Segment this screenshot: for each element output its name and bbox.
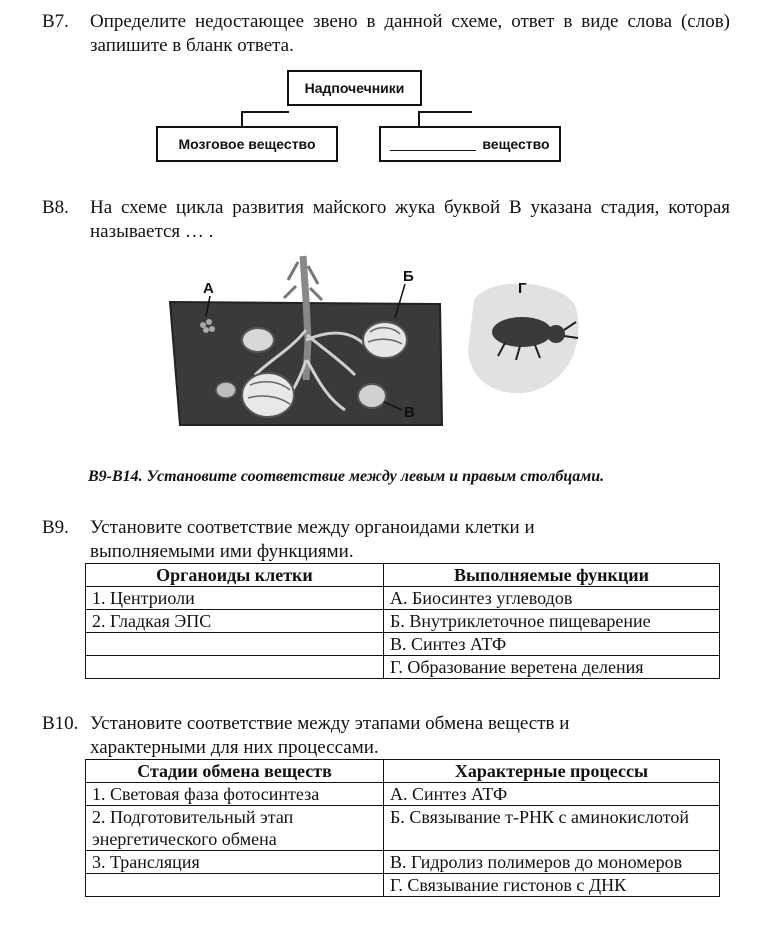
section-instruction: В9-В14. Установите соответствие между ле… <box>88 468 605 485</box>
table-cell <box>85 632 384 656</box>
table-header: Стадии обмена веществ <box>85 759 384 783</box>
diagram-connector <box>418 111 472 113</box>
question-text: Установите соответствие между органоидам… <box>90 517 535 562</box>
diagram-right-label: вещество <box>482 136 550 152</box>
table-cell <box>85 873 384 897</box>
table-cell: А. Биосинтез углеводов <box>383 586 720 610</box>
b9-matching-table: Органоиды клетки Выполняемые функции 1. … <box>85 563 720 679</box>
question-b8: В8. На схеме цикла развития майского жук… <box>42 196 732 246</box>
table-cell: 1. Центриоли <box>85 586 384 610</box>
larva-bottom-left <box>241 372 295 418</box>
diagram-connector <box>418 112 420 130</box>
question-number: В7. <box>42 11 69 32</box>
table-header: Органоиды клетки <box>85 563 384 587</box>
diagram-right-box: вещество <box>379 126 561 162</box>
question-b7: В7. Определите недостающее звено в данно… <box>42 10 732 70</box>
label-v: В <box>404 404 415 421</box>
table-row: В. Синтез АТФ <box>85 632 720 656</box>
question-text: Установите соответствие между этапами об… <box>90 713 570 758</box>
eggs-a <box>200 319 215 333</box>
diagram-top-label: Надпочечники <box>304 80 405 96</box>
table-row: 3. Трансляция В. Гидролиз полимеров до м… <box>85 850 720 874</box>
diagram-left-box: Мозговое вещество <box>156 126 338 162</box>
question-number: В10. <box>42 713 79 734</box>
question-number: В8. <box>42 197 69 218</box>
label-g: Г <box>518 280 527 297</box>
table-cell: Б. Внутриклеточное пищеварение <box>383 609 720 633</box>
table-cell: А. Синтез АТФ <box>383 782 720 806</box>
table-cell: 2. Подготовительный этап энергетического… <box>85 805 384 851</box>
question-text: Определите недостающее звено в данной сх… <box>90 11 730 56</box>
b10-matching-table: Стадии обмена веществ Характерные процес… <box>85 759 720 897</box>
plant-roots <box>253 329 367 412</box>
table-row: 1. Световая фаза фотосинтеза А. Синтез А… <box>85 782 720 806</box>
label-b: Б <box>403 268 414 285</box>
table-cell: Г. Связывание гистонов с ДНК <box>383 873 720 897</box>
table-row: 2. Гладкая ЭПС Б. Внутриклеточное пищева… <box>85 609 720 633</box>
table-cell <box>85 655 384 679</box>
table-cell: В. Синтез АТФ <box>383 632 720 656</box>
table-cell: 1. Световая фаза фотосинтеза <box>85 782 384 806</box>
larva-left <box>241 327 275 353</box>
table-row: 2. Подготовительный этап энергетического… <box>85 805 720 851</box>
question-b10: В10. Установите соответствие между этапа… <box>42 712 732 760</box>
larva-b <box>362 321 408 359</box>
diagram-top-box: Надпочечники <box>287 70 422 106</box>
table-header: Характерные процессы <box>383 759 720 783</box>
table-row: Г. Связывание гистонов с ДНК <box>85 873 720 897</box>
table-row: 1. Центриоли А. Биосинтез углеводов <box>85 586 720 610</box>
table-cell: Г. Образование веретена деления <box>383 655 720 679</box>
answer-blank <box>390 138 477 151</box>
table-cell: 3. Трансляция <box>85 850 384 874</box>
table-cell: 2. Гладкая ЭПС <box>85 609 384 633</box>
table-cell: В. Гидролиз полимеров до мономеров <box>383 850 720 874</box>
diagram-connector <box>241 111 289 113</box>
adult-beetle-g <box>468 283 579 394</box>
table-cell: Б. Связывание т-РНК с аминокислотой <box>383 805 720 851</box>
question-text: На схеме цикла развития майского жука бу… <box>90 197 730 242</box>
soil-texture <box>168 300 444 426</box>
label-a: А <box>203 280 214 297</box>
diagram-connector <box>241 112 243 130</box>
table-header: Выполняемые функции <box>383 563 720 587</box>
question-number: В9. <box>42 517 69 538</box>
question-b9: В9. Установите соответствие между органо… <box>42 516 732 564</box>
table-row: Г. Образование веретена деления <box>85 655 720 679</box>
pupa-c <box>357 383 387 409</box>
diagram-left-label: Мозговое вещество <box>178 136 316 152</box>
